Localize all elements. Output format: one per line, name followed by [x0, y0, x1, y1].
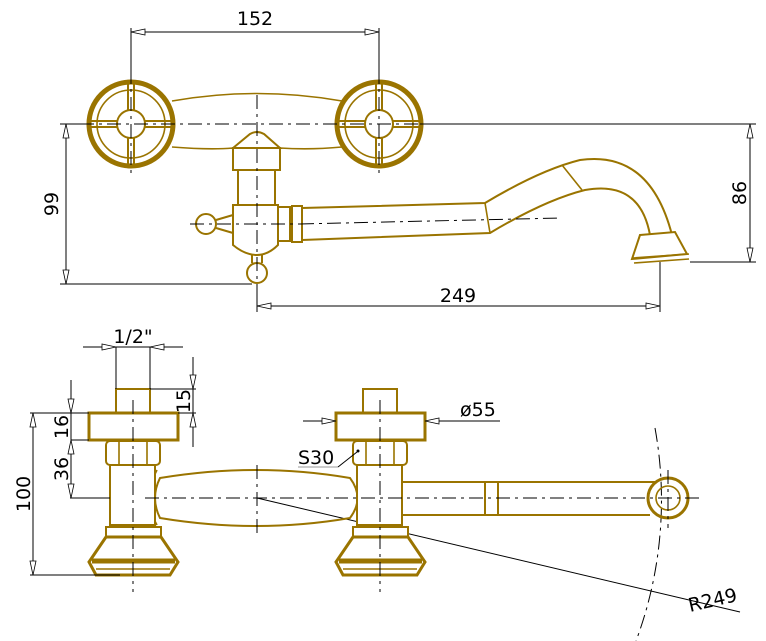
- dim-height-to-handles: 99: [41, 192, 63, 216]
- body-oval: [154, 469, 359, 527]
- dim-handle-spacing: 152: [237, 8, 273, 30]
- dim-overall-height: 100: [13, 476, 35, 512]
- dim-spout-height: 86: [729, 181, 751, 205]
- front-spout: [403, 481, 655, 516]
- dim-thread-size: 1/2": [113, 326, 152, 348]
- dim-spout-reach: 249: [440, 285, 476, 307]
- front-view: R249: [13, 326, 741, 641]
- dim-swing-radius: R249: [686, 584, 739, 617]
- label-wrench-size: S30: [298, 447, 334, 469]
- dim-flange-diameter: ø55: [460, 399, 496, 421]
- center-cap: [230, 131, 283, 149]
- valve-body-bar: [171, 92, 343, 150]
- swing-arc: [635, 427, 662, 641]
- top-view: 152 99 86 249: [41, 8, 756, 312]
- dim-thread-length: 15: [173, 389, 195, 413]
- dim-nut-height: 36: [51, 457, 73, 481]
- dim-152-lines: [130, 28, 380, 82]
- spout: [301, 158, 673, 241]
- dim-flange-height: 16: [51, 415, 73, 439]
